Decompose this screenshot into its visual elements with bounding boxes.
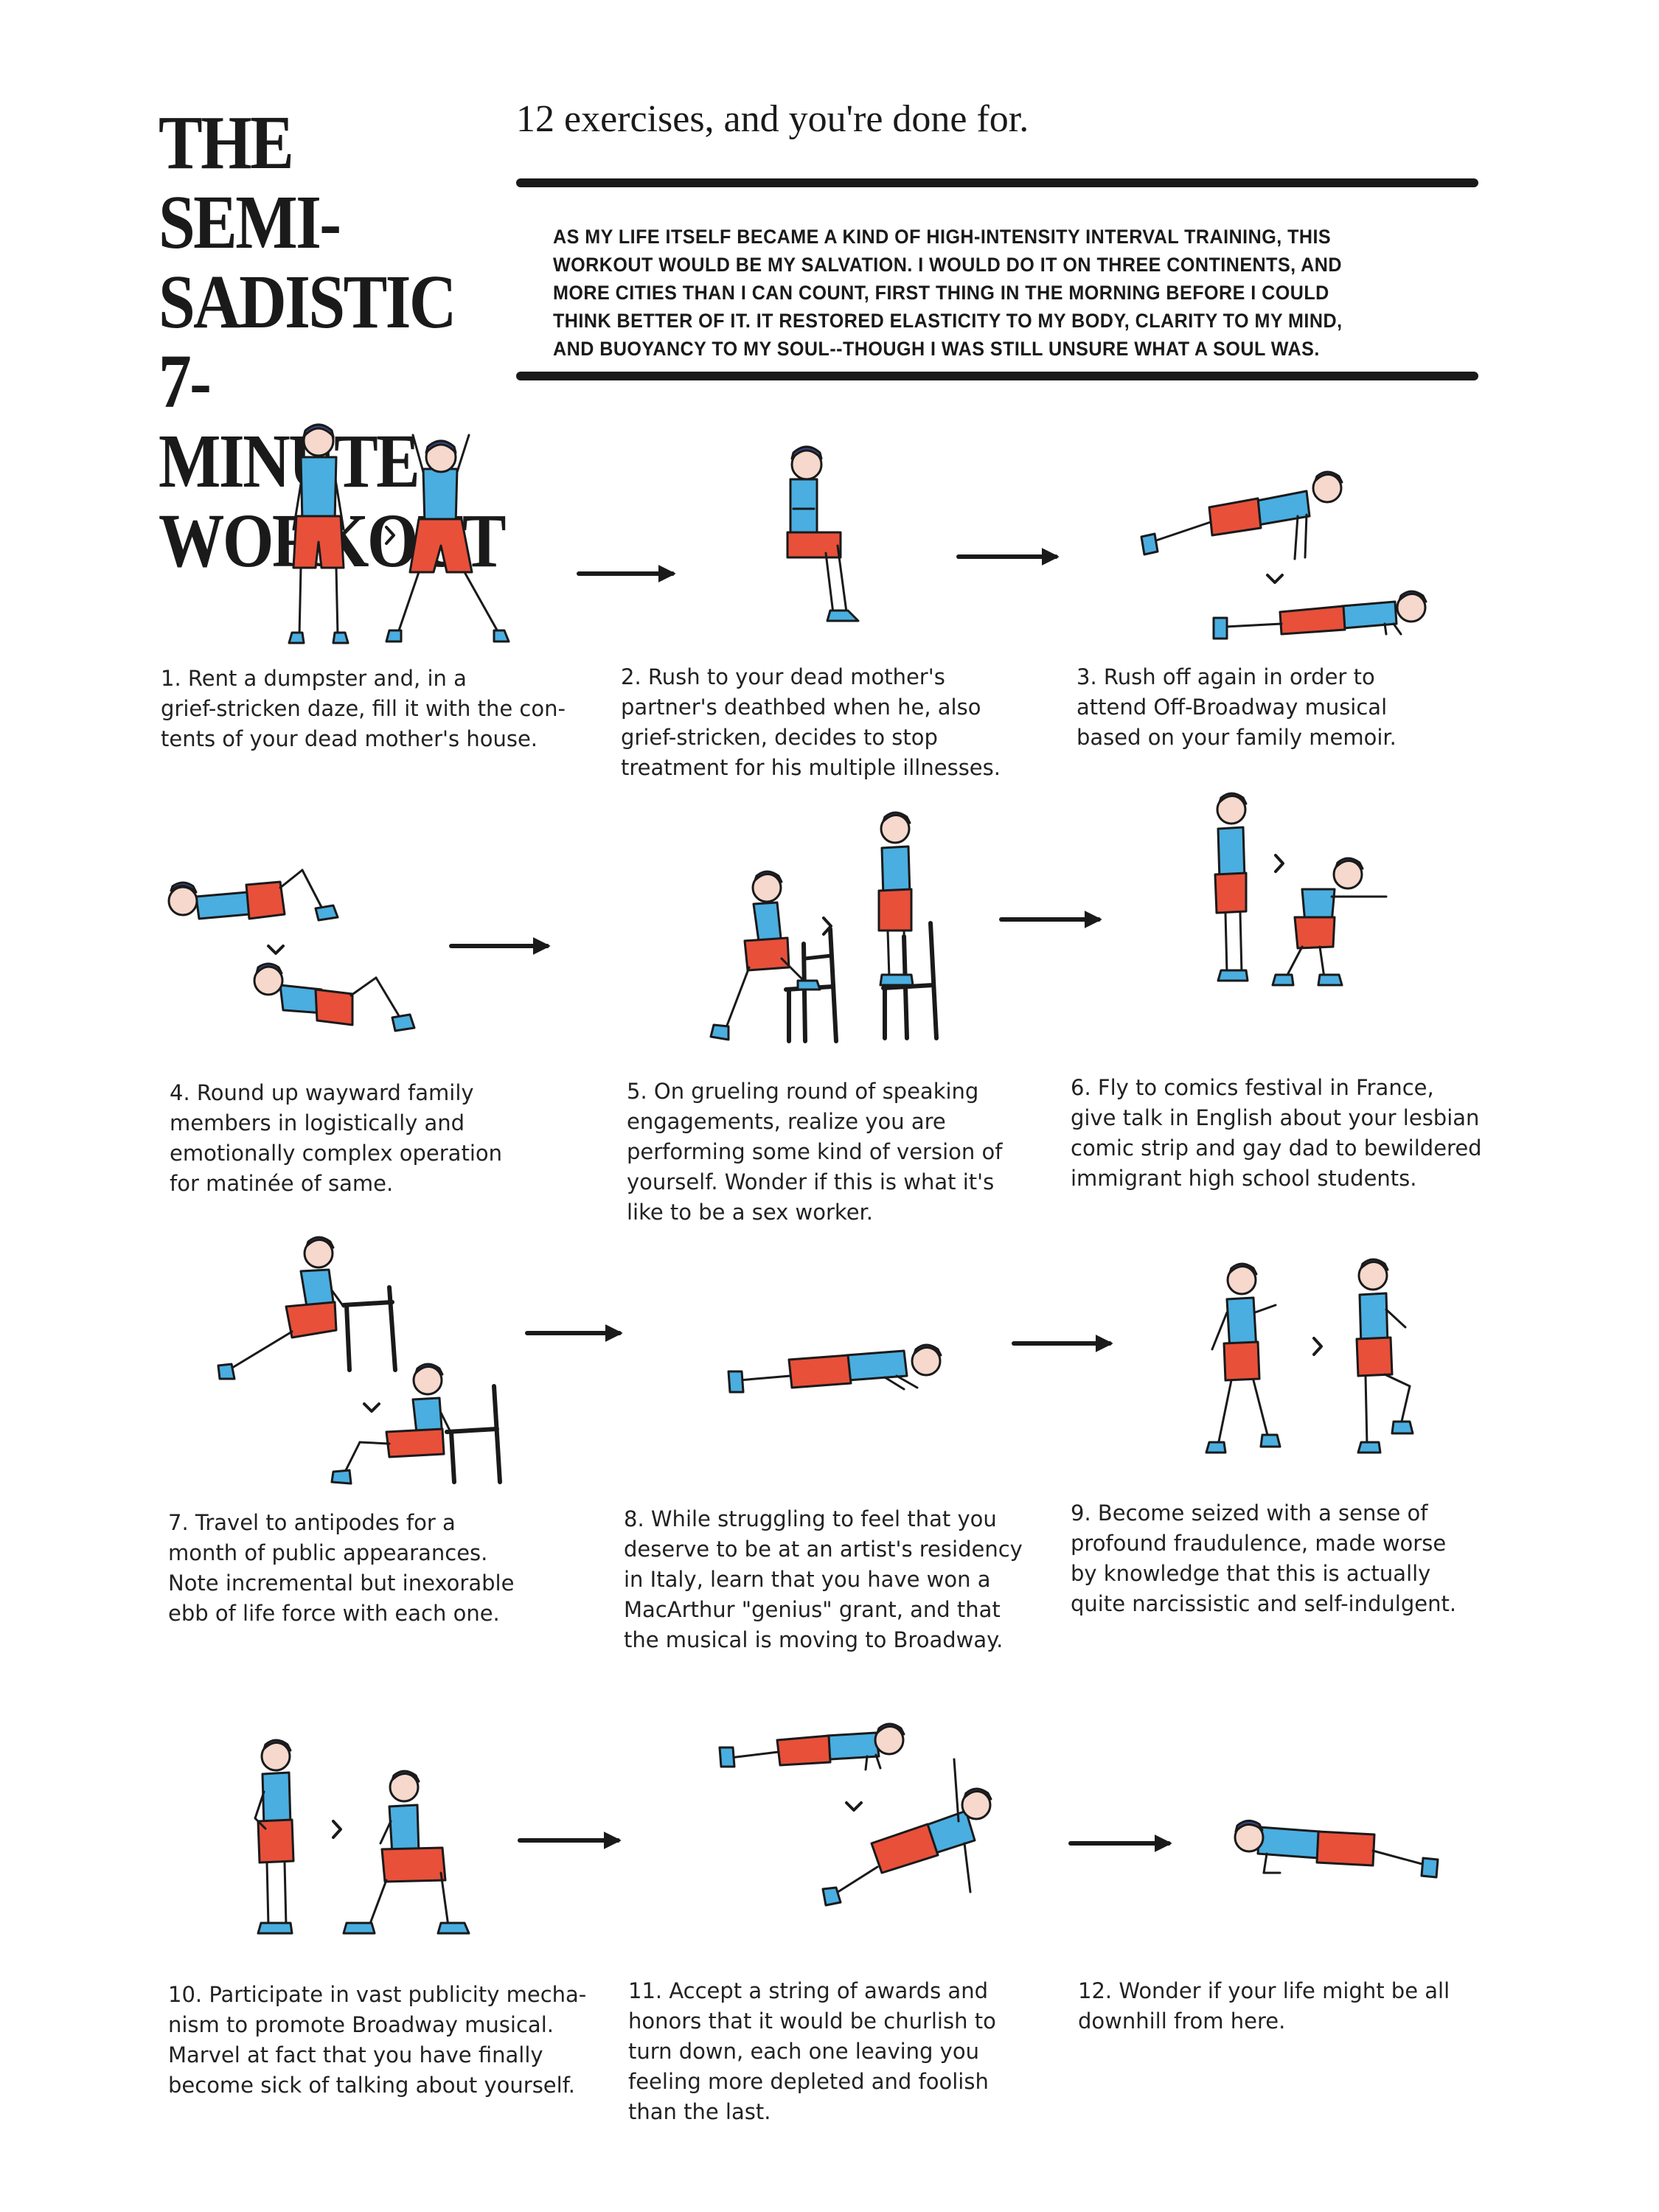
caption-line: 4. Round up wayward family (170, 1080, 474, 1105)
jumping-jacks-figure (288, 423, 510, 644)
caption-line: Marvel at fact that you have finally (168, 2042, 543, 2067)
exercise-8-caption: 8. While struggling to feel that you des… (624, 1504, 1023, 1655)
caption-line: Note incremental but inexorable (168, 1571, 515, 1596)
caption-line: 12. Wonder if your life might be all (1078, 1978, 1450, 2003)
caption-line: month of public appearances. (168, 1540, 488, 1565)
caption-line: give talk in English about your lesbian (1071, 1105, 1480, 1130)
caption-line: immigrant high school students. (1071, 1166, 1417, 1191)
exercise-4-caption: 4. Round up wayward family members in lo… (170, 1078, 502, 1199)
caption-line: feeling more depleted and foolish (628, 2069, 989, 2094)
caption-line: than the last. (628, 2099, 771, 2124)
intro-paragraph: AS MY LIFE ITSELF BECAME A KIND OF HIGH-… (553, 223, 1417, 363)
title-line: SADISTIC (159, 260, 456, 344)
caption-line: in Italy, learn that you have won a (624, 1567, 991, 1592)
plank-figure (727, 1343, 942, 1394)
caption-line: 5. On grueling round of speaking (627, 1079, 979, 1104)
caption-line: become sick of talking about yourself. (168, 2073, 576, 2098)
caption-line: yourself. Wonder if this is what it's (627, 1169, 995, 1194)
caption-line: by knowledge that this is actually (1071, 1561, 1431, 1586)
chevron-right-icon (1312, 1337, 1323, 1356)
title-line: THE SEMI- (159, 100, 341, 265)
exercise-5-caption: 5. On grueling round of speaking engagem… (627, 1077, 1002, 1228)
caption-line: grief-stricken, decides to stop (621, 725, 938, 750)
caption-line: members in logistically and (170, 1110, 465, 1135)
chevron-right-icon (1274, 854, 1284, 873)
high-knees-figure (1205, 1258, 1414, 1454)
step-up-figure (709, 811, 939, 1043)
caption-line: 8. While struggling to feel that you (624, 1506, 997, 1531)
caption-line: based on your family memoir. (1077, 725, 1397, 750)
caption-line: 6. Fly to comics festival in France, (1071, 1075, 1434, 1100)
chevron-right-icon (332, 1820, 342, 1839)
title-line: 7-MINUTE (159, 339, 420, 504)
caption-line: honors that it would be churlish to (628, 2008, 996, 2034)
caption-line: 1. Rent a dumpster and, in a (161, 666, 467, 691)
wall-sit-figure (786, 445, 860, 622)
chevron-down-icon (267, 945, 285, 955)
crunch-figure (167, 869, 416, 1032)
caption-line: tents of your dead mother's house. (161, 726, 538, 751)
exercise-1-caption: 1. Rent a dumpster and, in a grief-stric… (161, 664, 566, 754)
caption-line: MacArthur "genius" grant, and that (624, 1597, 1001, 1622)
exercise-10-caption: 10. Participate in vast publicity mecha-… (168, 1980, 586, 2101)
intro-line: THINK BETTER OF IT. IT RESTORED ELASTICI… (553, 310, 1343, 332)
caption-line: for matinée of same. (170, 1171, 394, 1196)
caption-line: quite narcissistic and self-indulgent. (1071, 1591, 1457, 1616)
push-up-rotation-figure (718, 1722, 992, 1907)
squat-figure (1214, 792, 1388, 987)
caption-line: nism to promote Broadway musical. (168, 2012, 554, 2037)
chevron-down-icon (363, 1402, 380, 1413)
exercise-7-caption: 7. Travel to antipodes for a month of pu… (168, 1508, 514, 1629)
chevron-down-icon (1266, 574, 1284, 584)
caption-line: 9. Become seized with a sense of (1071, 1500, 1428, 1526)
caption-line: ebb of life force with each one. (168, 1601, 500, 1626)
caption-line: grief-stricken daze, fill it with the co… (161, 696, 566, 721)
caption-line: partner's deathbed when he, also (621, 695, 981, 720)
intro-line: MORE CITIES THAN I CAN COUNT, FIRST THIN… (553, 282, 1329, 304)
caption-line: profound fraudulence, made worse (1071, 1531, 1447, 1556)
intro-line: AND BUOYANCY TO MY SOUL--THOUGH I WAS ST… (553, 338, 1320, 360)
caption-line: performing some kind of version of (627, 1139, 1003, 1164)
caption-line: downhill from here. (1078, 2008, 1286, 2034)
bottom-divider (516, 372, 1478, 380)
exercise-2-caption: 2. Rush to your dead mother's partner's … (621, 662, 1001, 783)
chevron-right-icon (822, 917, 832, 936)
caption-line: the musical is moving to Broadway. (624, 1627, 1004, 1652)
caption-line: deserve to be at an artist's residency (624, 1537, 1023, 1562)
push-up-figure (1140, 470, 1427, 640)
exercise-11-caption: 11. Accept a string of awards and honors… (628, 1976, 996, 2127)
caption-line: engagements, realize you are (627, 1109, 946, 1134)
subtitle: 12 exercises, and you're done for. (516, 98, 1029, 140)
caption-line: comic strip and gay dad to bewildered (1071, 1135, 1482, 1161)
exercise-6-caption: 6. Fly to comics festival in France, giv… (1071, 1073, 1482, 1194)
side-plank-figure (1234, 1820, 1439, 1879)
caption-line: treatment for his multiple illnesses. (621, 755, 1001, 780)
top-divider (516, 178, 1478, 187)
caption-line: 11. Accept a string of awards and (628, 1978, 988, 2003)
exercise-9-caption: 9. Become seized with a sense of profoun… (1071, 1498, 1456, 1619)
caption-line: 3. Rush off again in order to (1077, 664, 1375, 689)
intro-line: AS MY LIFE ITSELF BECAME A KIND OF HIGH-… (553, 226, 1332, 248)
exercise-3-caption: 3. Rush off again in order to attend Off… (1077, 662, 1397, 753)
intro-line: WORKOUT WOULD BE MY SALVATION. I WOULD D… (553, 254, 1342, 276)
chevron-right-icon (385, 526, 395, 545)
exercise-12-caption: 12. Wonder if your life might be all dow… (1078, 1976, 1450, 2037)
chevron-down-icon (845, 1801, 863, 1812)
caption-line: 7. Travel to antipodes for a (168, 1510, 456, 1535)
caption-line: 10. Participate in vast publicity mecha- (168, 1982, 587, 2007)
caption-line: like to be a sex worker. (627, 1200, 874, 1225)
caption-line: 2. Rush to your dead mother's (621, 664, 945, 689)
lunge-figure (254, 1739, 470, 1935)
caption-line: emotionally complex operation (170, 1141, 503, 1166)
caption-line: turn down, each one leaving you (628, 2039, 979, 2064)
tricep-dip-figure (217, 1236, 502, 1485)
caption-line: attend Off-Broadway musical (1077, 695, 1388, 720)
